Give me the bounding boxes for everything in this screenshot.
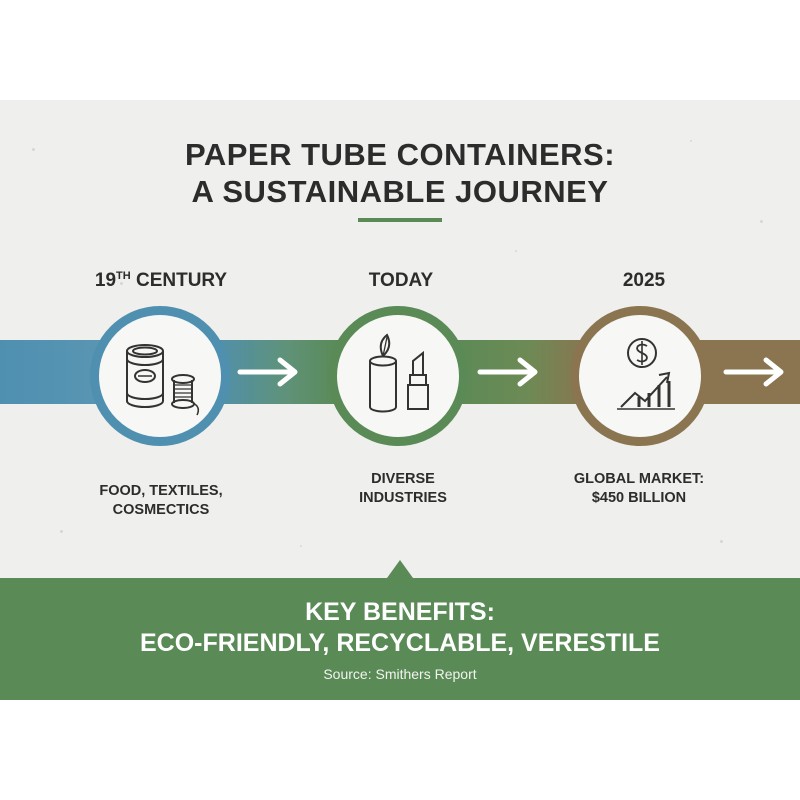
stage-description-line: FOOD, TEXTILES, xyxy=(99,483,223,499)
paper-speck xyxy=(515,250,517,252)
stage-circle-19th-century xyxy=(90,306,230,446)
banner-pointer xyxy=(387,560,413,578)
key-benefits-banner xyxy=(0,578,800,700)
stage-label-2025: 2025 xyxy=(622,270,666,291)
title-underline xyxy=(358,218,442,222)
stage-description-line: GLOBAL MARKET: xyxy=(573,471,705,487)
paper-speck xyxy=(60,530,63,533)
stage-description-2025: GLOBAL MARKET: $450 BILLION xyxy=(529,470,749,508)
right-arrow-icon xyxy=(477,357,538,387)
right-arrow-icon xyxy=(723,357,784,387)
right-arrow-icon xyxy=(237,357,298,387)
stage-description-line: INDUSTRIES xyxy=(359,490,447,506)
stage-label-superscript: TH xyxy=(116,270,131,282)
page-title: PAPER TUBE CONTAINERS: A SUSTAINABLE JOU… xyxy=(0,136,800,210)
stage-description-line: $450 BILLION xyxy=(591,490,687,506)
title-line-1: PAPER TUBE CONTAINERS: xyxy=(184,137,616,172)
stage-label-word: CENTURY xyxy=(130,270,228,291)
paper-speck xyxy=(760,220,763,223)
paper-tube-leaf-icon xyxy=(369,333,429,413)
source-credit: Source: Smithers Report xyxy=(323,666,477,682)
growth-chart-icon xyxy=(617,371,675,410)
paper-speck xyxy=(690,140,692,142)
thread-spool-icon xyxy=(171,374,200,416)
paper-speck xyxy=(120,282,123,285)
stage-label-today: TODAY xyxy=(368,270,434,291)
stage-label-number: 19 xyxy=(94,270,117,291)
lipstick-icon xyxy=(407,350,429,410)
paper-speck xyxy=(300,545,302,547)
stage-description-line: COSMECTICS xyxy=(112,502,210,518)
stage-description-today: DIVERSE INDUSTRIES xyxy=(293,470,513,508)
stage-description-19th-century: FOOD, TEXTILES, COSMECTICS xyxy=(51,482,271,520)
benefits-list: ECO-FRIENDLY, RECYCLABLE, VERESTILE xyxy=(140,629,660,657)
paper-speck xyxy=(32,148,35,151)
dollar-coin-icon xyxy=(617,338,675,410)
stage-description-line: DIVERSE xyxy=(371,471,435,487)
stage-label-19th-century: 19TH CENTURY xyxy=(41,270,281,292)
benefits-heading: KEY BENEFITS: xyxy=(305,598,495,626)
paper-speck xyxy=(720,540,723,543)
stage-circle-2025 xyxy=(570,306,710,446)
title-line-2: A SUSTAINABLE JOURNEY xyxy=(191,174,609,209)
tin-can-icon xyxy=(126,344,200,416)
stage-circle-today xyxy=(328,306,468,446)
